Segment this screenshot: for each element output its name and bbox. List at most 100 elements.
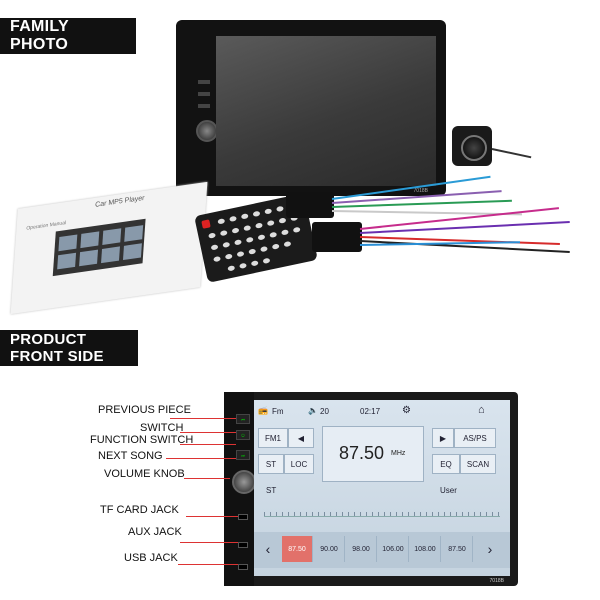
loc-button[interactable]: LOC (284, 454, 314, 474)
remote-power-button (201, 219, 211, 229)
scale-tick (486, 512, 487, 516)
volume-icon: 🔈 (308, 406, 318, 415)
preset-1[interactable]: 87.50 (282, 536, 313, 562)
as-ps-button[interactable]: AS/PS (454, 428, 496, 448)
scale-tick (336, 512, 337, 516)
scale-tick (426, 512, 427, 516)
scale-tick (474, 512, 475, 516)
user-label: User (440, 486, 457, 495)
aux-port[interactable] (238, 542, 248, 548)
preset-3[interactable]: 98.00 (346, 536, 377, 562)
leader-line (180, 542, 238, 543)
scale-tick (378, 512, 379, 516)
tf-card-slot[interactable] (238, 514, 248, 520)
usb-port[interactable] (238, 564, 248, 570)
scale-tick (480, 512, 481, 516)
scan-button[interactable]: SCAN (460, 454, 496, 474)
leader-line (170, 418, 236, 419)
scale-tick (324, 512, 325, 516)
head-unit-screen (216, 36, 436, 186)
harness-plug (312, 222, 362, 252)
home-icon[interactable]: ⌂ (478, 404, 485, 416)
volume-knob[interactable] (232, 470, 256, 494)
callout-previous-piece: PREVIOUS PIECE (98, 404, 191, 416)
volume-value: 20 (320, 407, 329, 416)
leader-line (166, 458, 236, 459)
next-button[interactable]: ⏭ (236, 450, 250, 460)
frequency-display: 87.50 MHz (322, 426, 424, 482)
scale-tick (492, 512, 493, 516)
preset-2[interactable]: 90.00 (314, 536, 345, 562)
unit-model-label: 7018B (413, 188, 428, 194)
st-button[interactable]: ST (258, 454, 284, 474)
seek-forward-button[interactable]: ▶ (432, 428, 454, 448)
scale-tick (384, 512, 385, 516)
seek-back-button[interactable]: ◀ (288, 428, 314, 448)
frequency-scale (264, 502, 500, 517)
gear-icon[interactable]: ⚙ (402, 405, 411, 416)
scale-tick (360, 512, 361, 516)
leader-line (186, 516, 238, 517)
scale-tick (270, 512, 271, 516)
prev-button[interactable]: ⏮ (236, 414, 250, 424)
scale-tick (282, 512, 283, 516)
front-model-label: 7018B (489, 578, 504, 584)
scale-tick (264, 512, 265, 516)
scale-tick (438, 512, 439, 516)
leader-line (178, 564, 238, 565)
callout-aux-jack: AUX JACK (128, 526, 182, 538)
callout-function-switch: FUNCTION SWITCH (90, 434, 194, 446)
callout-volume-knob: VOLUME KNOB (104, 468, 185, 480)
head-unit-front: ⏮ ⏻ ⏭ 📻 Fm 🔈 20 02:17 ⚙ ⌂ FM1 ◀ ST LOC 8… (224, 392, 518, 586)
scale-tick (348, 512, 349, 516)
scale-tick (300, 512, 301, 516)
scale-tick (276, 512, 277, 516)
volume-knob-photo (196, 120, 218, 142)
operation-manual: Car MP5 Player Operation Manual (10, 181, 208, 315)
preset-6[interactable]: 87.50 (442, 536, 473, 562)
scale-tick (372, 512, 373, 516)
section-label-family-photo: FAMILY PHOTO (0, 18, 136, 54)
scale-tick (354, 512, 355, 516)
callout-next-song: NEXT SONG (98, 450, 163, 462)
section-label-front-side: PRODUCT FRONT SIDE (0, 330, 138, 366)
scale-tick (456, 512, 457, 516)
callout-usb-jack: USB JACK (124, 552, 178, 564)
preset-next-arrow[interactable]: › (487, 541, 493, 557)
wire (359, 221, 570, 234)
camera-cable (491, 148, 532, 159)
camera-lens (461, 135, 487, 161)
harness-plug (286, 192, 334, 218)
callout-switch: SWITCH (140, 422, 184, 434)
preset-row: ‹ 87.50 90.00 98.00 106.00 108.00 87.50 … (254, 532, 510, 568)
scale-tick (288, 512, 289, 516)
scale-tick (444, 512, 445, 516)
scale-tick (318, 512, 319, 516)
preset-4[interactable]: 106.00 (378, 536, 409, 562)
unit-button (198, 104, 210, 108)
callout-tf-card-jack: TF CARD JACK (100, 504, 179, 516)
frequency-unit: MHz (391, 450, 406, 457)
scale-tick (414, 512, 415, 516)
scale-tick (462, 512, 463, 516)
switch-button[interactable]: ⏻ (236, 430, 250, 440)
radio-screen: 📻 Fm 🔈 20 02:17 ⚙ ⌂ FM1 ◀ ST LOC 87.50 M… (254, 400, 510, 576)
leader-line (180, 432, 236, 433)
status-bar: 📻 Fm 🔈 20 02:17 ⚙ ⌂ (254, 400, 510, 422)
scale-tick (306, 512, 307, 516)
manual-title: Car MP5 Player (94, 194, 145, 209)
scale-tick (432, 512, 433, 516)
leader-line (180, 444, 236, 445)
scale-tick (420, 512, 421, 516)
eq-button[interactable]: EQ (432, 454, 460, 474)
scale-tick (294, 512, 295, 516)
unit-button (198, 80, 210, 84)
scale-tick (330, 512, 331, 516)
scale-tick (468, 512, 469, 516)
preset-5[interactable]: 108.00 (410, 536, 441, 562)
head-unit-photo: 7018B (176, 20, 446, 196)
radio-icon: 📻 (258, 406, 268, 415)
band-button[interactable]: FM1 (258, 428, 288, 448)
preset-prev-arrow[interactable]: ‹ (265, 541, 271, 557)
backup-camera (452, 126, 492, 166)
